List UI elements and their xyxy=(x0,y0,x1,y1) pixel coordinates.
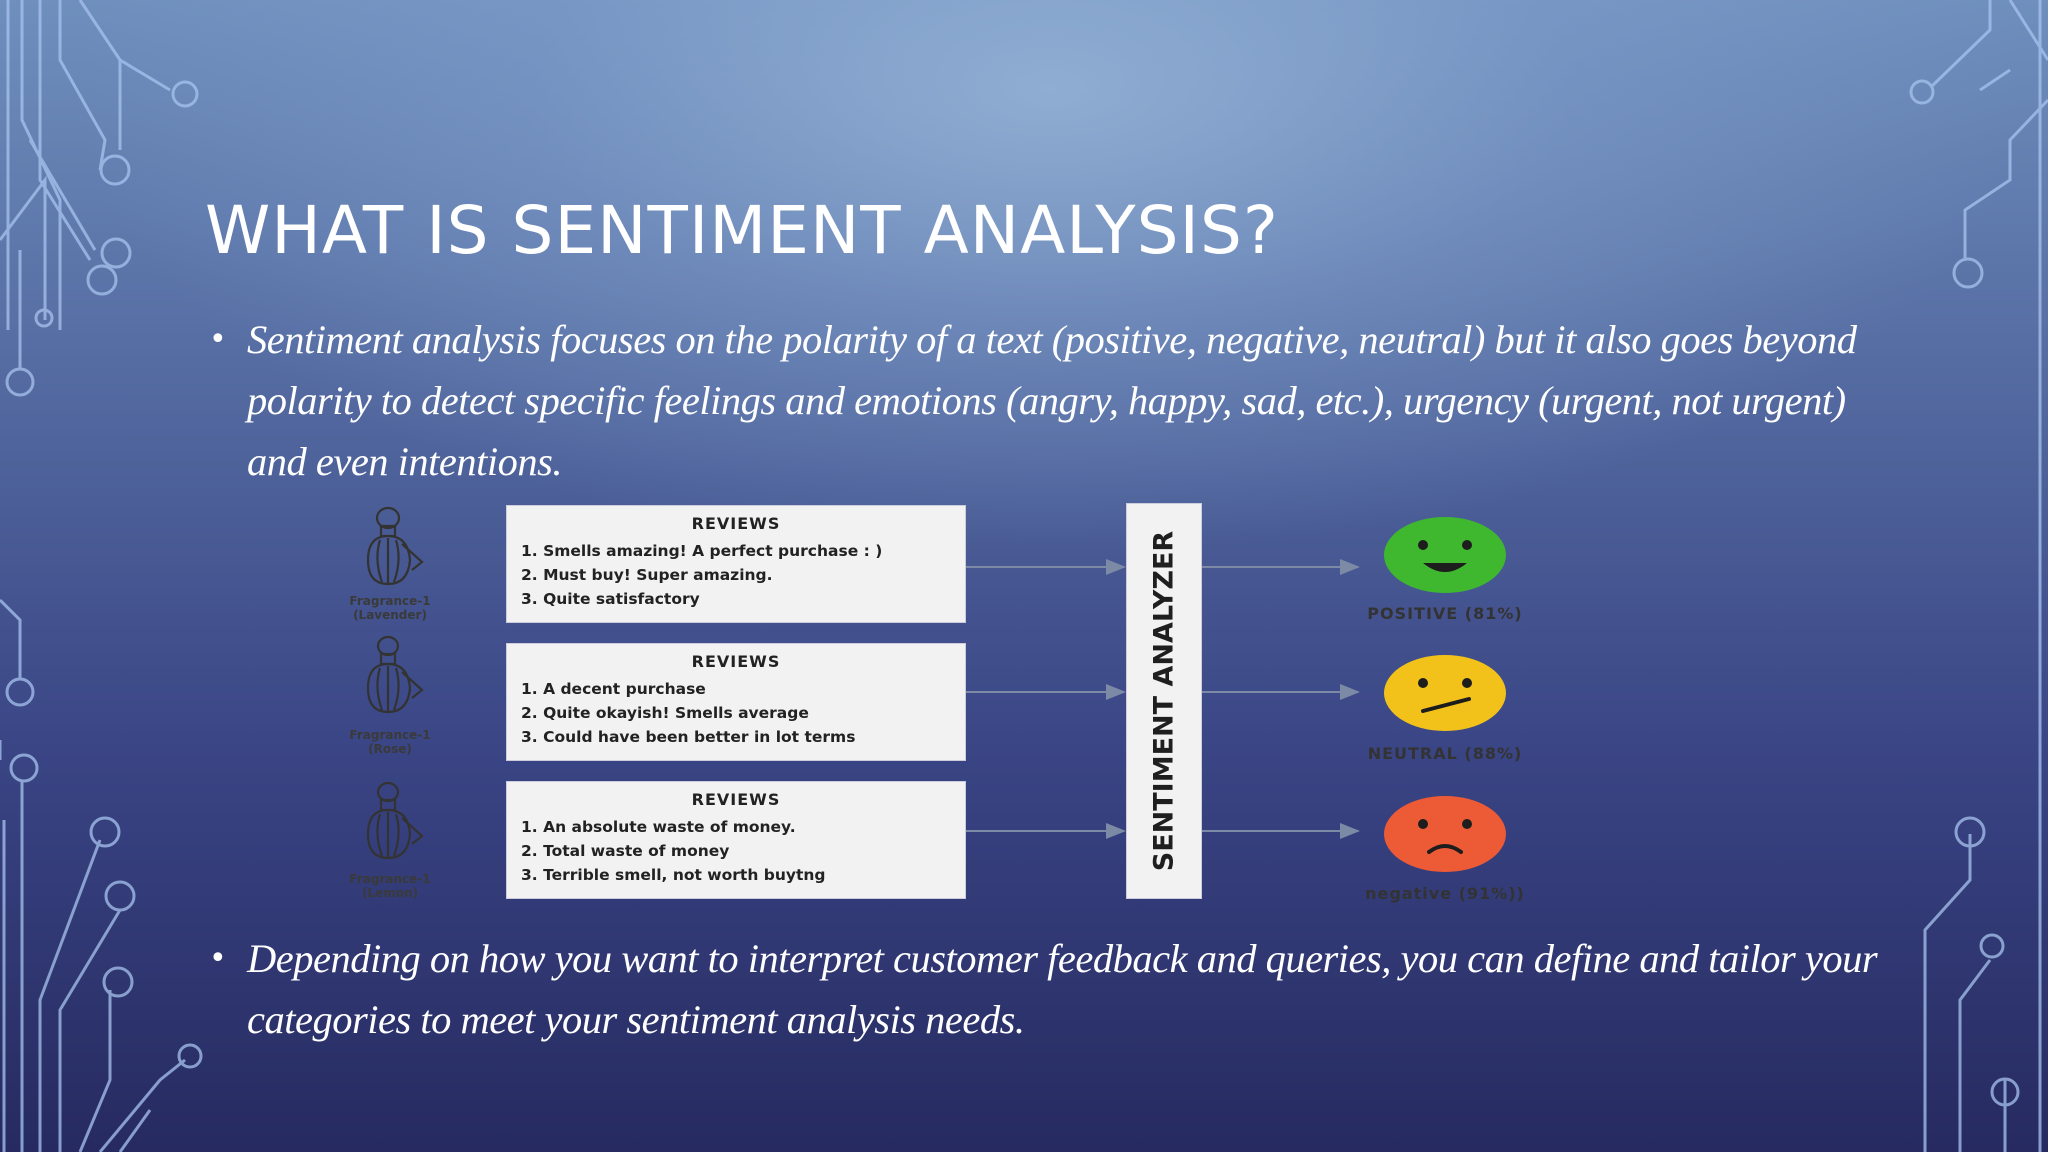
review-line: 3. Terrible smell, not worth buytng xyxy=(521,866,826,884)
bullet-text: Sentiment analysis focuses on the polari… xyxy=(247,317,1857,484)
perfume-bottle-icon xyxy=(366,781,424,860)
review-line: 1. Smells amazing! A perfect purchase : … xyxy=(521,542,883,560)
review-line: 1. A decent purchase xyxy=(521,680,706,698)
review-line: 2. Total waste of money xyxy=(521,842,730,860)
sentiment-analyzer-box: SENTIMENT ANALYZER xyxy=(1126,503,1202,899)
product-label: Fragrance-1 (Rose) xyxy=(349,728,431,756)
bullet-dot: • xyxy=(209,941,227,976)
sentiment-analyzer-label: SENTIMENT ANALYZER xyxy=(1148,530,1180,872)
slide-title: WHAT IS SENTIMENT ANALYSIS? xyxy=(205,192,1279,269)
review-box-title: REVIEWS xyxy=(691,514,781,533)
review-line: 2. Must buy! Super amazing. xyxy=(521,566,773,584)
product-label: Fragrance-1 (Lemon) xyxy=(349,872,431,900)
sentiment-result-label: negative (91%)) xyxy=(1365,884,1525,903)
sentiment-result-label: NEUTRAL (88%) xyxy=(1367,744,1523,763)
sentiment-diagram: Fragrance-1 (Lavender) Fragrance-1 (Rose… xyxy=(330,500,1560,912)
sentiment-result-label: POSITIVE (81%) xyxy=(1367,604,1523,623)
perfume-bottle-icon xyxy=(366,635,424,714)
review-line: 1. An absolute waste of money. xyxy=(521,818,796,836)
bullet-text: Depending on how you want to interpret c… xyxy=(247,936,1878,1042)
review-box-title: REVIEWS xyxy=(691,652,781,671)
review-box-title: REVIEWS xyxy=(691,790,781,809)
bullet-dot: • xyxy=(209,322,227,357)
sad-face-icon xyxy=(1384,796,1506,872)
happy-face-icon xyxy=(1384,517,1506,593)
review-box: REVIEWS 1. An absolute waste of money. 2… xyxy=(506,781,966,899)
diagram-graphics xyxy=(366,506,1506,872)
review-box: REVIEWS 1. Smells amazing! A perfect pur… xyxy=(506,505,966,623)
review-line: 3. Could have been better in lot terms xyxy=(521,728,856,746)
review-box: REVIEWS 1. A decent purchase 2. Quite ok… xyxy=(506,643,966,761)
bullet-point: • Sentiment analysis focuses on the pola… xyxy=(205,309,1885,492)
neutral-face-icon xyxy=(1384,655,1506,731)
perfume-bottle-icon xyxy=(366,506,424,586)
review-line: 3. Quite satisfactory xyxy=(521,590,700,608)
review-line: 2. Quite okayish! Smells average xyxy=(521,704,809,722)
product-label: Fragrance-1 (Lavender) xyxy=(349,594,431,622)
bullet-point: • Depending on how you want to interpret… xyxy=(205,928,1885,1050)
